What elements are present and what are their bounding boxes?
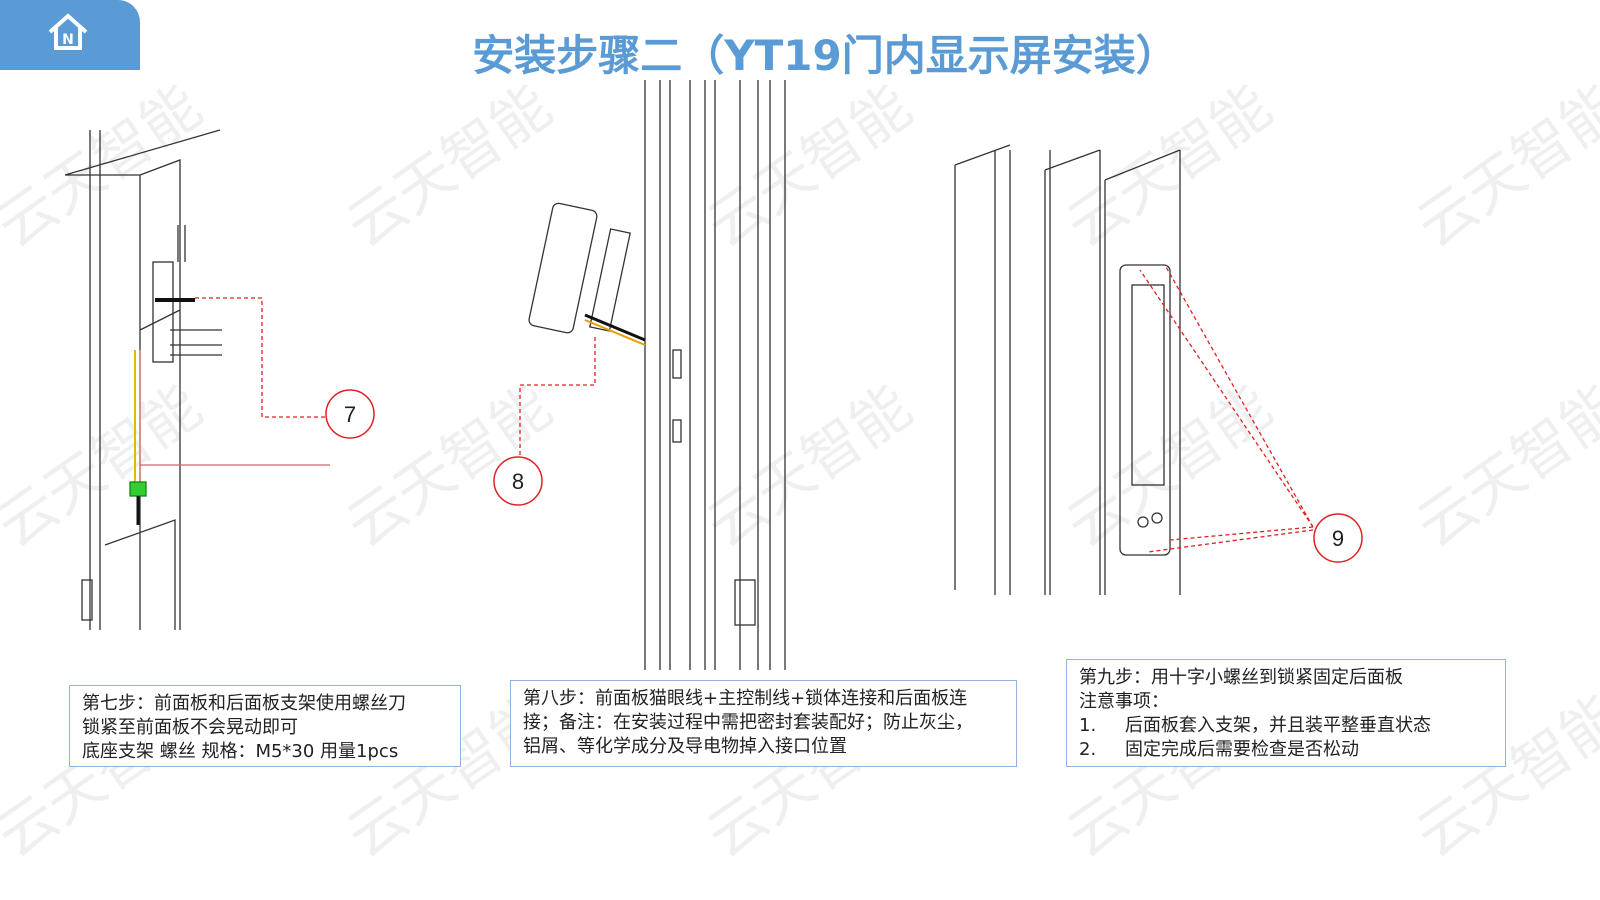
- note-number: 2.: [1079, 739, 1097, 760]
- home-icon: N: [48, 13, 88, 50]
- step-7-description: 第七步：前面板和后面板支架使用螺丝刀 锁紧至前面板不会晃动即可 底座支架 螺丝 …: [69, 685, 461, 767]
- callout-9-circle: [1313, 513, 1363, 563]
- diagram-step-9: [954, 144, 1181, 595]
- text-line: 第七步：前面板和后面板支架使用螺丝刀: [82, 693, 406, 714]
- note-number: 1.: [1079, 715, 1097, 736]
- text-line: 锁紧至前面板不会晃动即可: [82, 717, 298, 738]
- text-line: 底座支架 螺丝 规格：M5*30 用量1pcs: [82, 741, 399, 762]
- callout-8: 8: [512, 469, 524, 494]
- callout-8-circle: [493, 456, 543, 506]
- callout-9: 9: [1332, 526, 1344, 551]
- text-line: 第九步：用十字小螺丝到锁紧固定后面板: [1079, 667, 1403, 688]
- callout-7: 7: [344, 402, 356, 427]
- page-title: 安装步骤二（YT19门内显示屏安装）: [472, 31, 1178, 80]
- step-9-description: 第九步：用十字小螺丝到锁紧固定后面板 注意事项： 1. 后面板套入支架，并且装平整…: [1066, 659, 1506, 767]
- text-line: 第八步：前面板猫眼线+主控制线+锁体连接和后面板连: [523, 688, 968, 709]
- step-8-description: 第八步：前面板猫眼线+主控制线+锁体连接和后面板连 接；备注：在安装过程中需把密…: [510, 680, 1017, 767]
- note-item: 1. 后面板套入支架，并且装平整垂直状态: [1079, 714, 1493, 738]
- callout-leaders: [195, 264, 1314, 553]
- note-text: 后面板套入支架，并且装平整垂直状态: [1125, 715, 1431, 736]
- note-item: 2. 固定完成后需要检查是否松动: [1079, 738, 1493, 762]
- text-line: 接；备注：在安装过程中需把密封套装配好；防止灰尘，: [523, 712, 973, 733]
- callout-7-circle: [325, 389, 375, 439]
- svg-text:N: N: [62, 32, 74, 48]
- text-line: 铝屑、等化学成分及导电物掉入接口位置: [523, 736, 847, 757]
- note-text: 固定完成后需要检查是否松动: [1125, 739, 1359, 760]
- diagram-step-7: [64, 129, 330, 630]
- diagram-step-8: [528, 80, 786, 670]
- home-button[interactable]: N: [0, 0, 140, 70]
- notes-heading: 注意事项：: [1079, 691, 1169, 712]
